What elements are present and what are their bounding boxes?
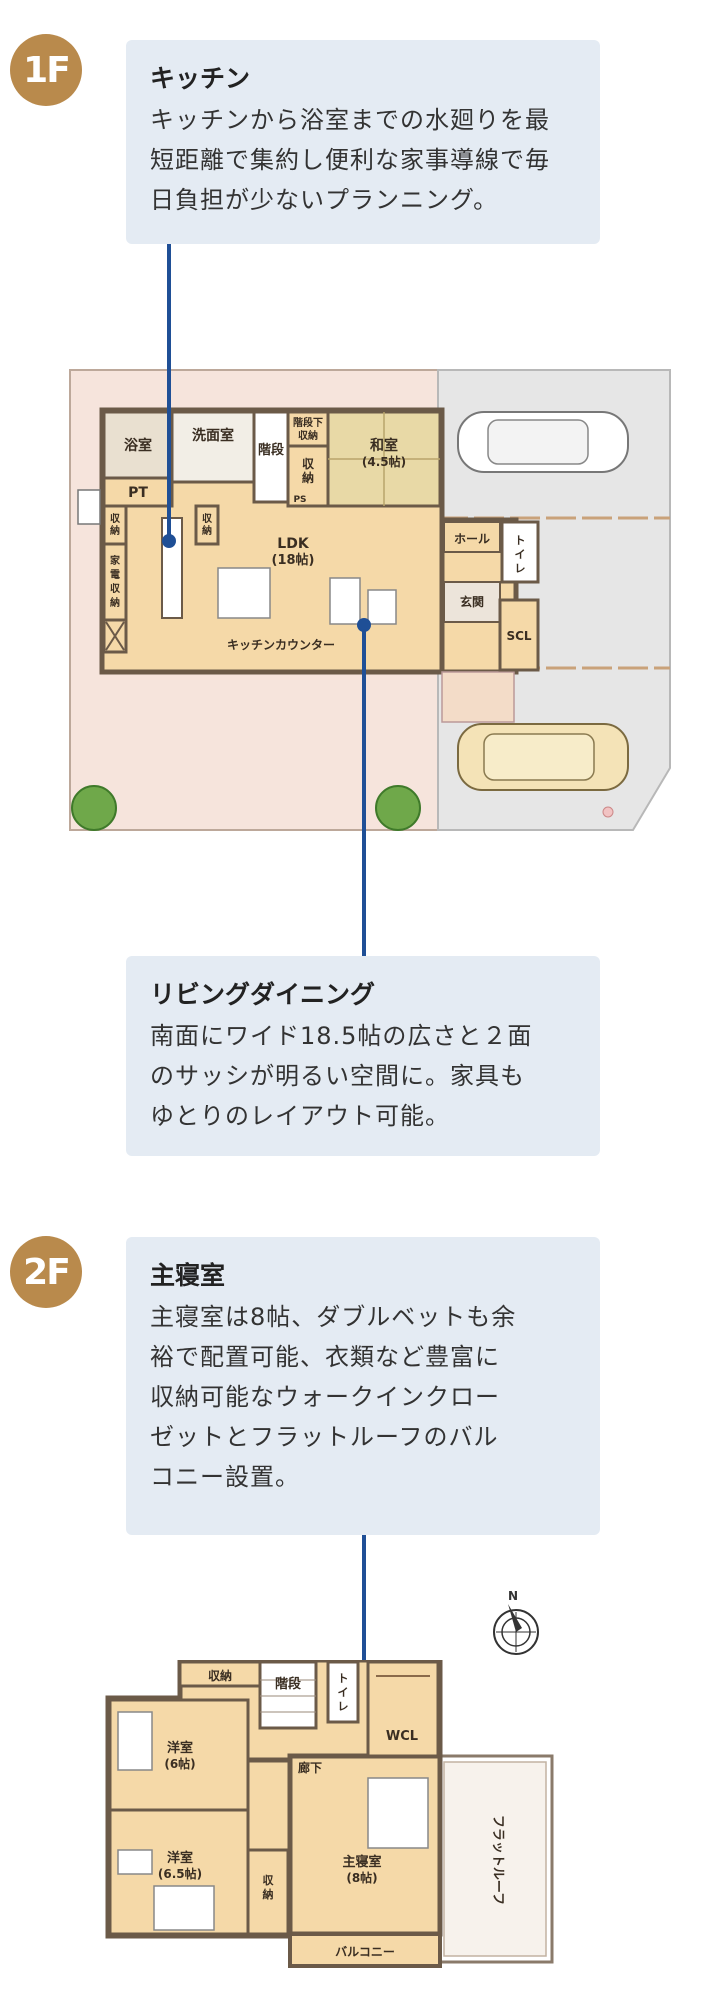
room-label-under-stairs: 収納 [298, 429, 318, 442]
room-label-toilet: ト [338, 1672, 349, 1685]
tree-icon [71, 785, 117, 831]
callout-title: キッチン [150, 64, 251, 93]
room-label-storage: 収 [110, 513, 121, 525]
room-label-entrance: 玄関 [460, 594, 484, 609]
room-label-ps: PS [293, 495, 306, 505]
room-label-western-room: 洋室 [167, 1850, 193, 1866]
compass-icon: N [493, 1589, 539, 1655]
room-label-toilet: イ [515, 548, 526, 561]
room-label-western-room-size: (6.5帖) [158, 1866, 202, 1881]
room-label-wcl: WCL [386, 1729, 418, 1744]
callout-title: 主寝室 [150, 1261, 226, 1290]
room-label-scl: SCL [506, 629, 531, 643]
callout-line: ゼットとフラットルーフのバル [150, 1423, 499, 1451]
room-label-toilet: イ [338, 1686, 349, 1699]
connector-line [167, 244, 171, 544]
room-label-storage: 納 [110, 524, 120, 537]
connector-dot [162, 534, 176, 548]
room-label-hall: ホール [454, 532, 490, 546]
room-label-washroom: 洗面室 [192, 427, 234, 444]
callout-title: リビングダイニング [150, 980, 376, 1009]
room-label-storage: 納 [302, 470, 314, 485]
room-label-appliance-storage: 納 [110, 596, 120, 609]
room-label-storage: 納 [263, 1887, 274, 1901]
callout-body: 主寝室は8帖、ダブルベットも余 裕で配置可能、衣類など豊富に 収納可能なウォーク… [150, 1297, 578, 1497]
room-label-balcony: バルコニー [335, 1945, 395, 1959]
room-label-toilet: レ [515, 562, 526, 575]
floor-plan-2f: 収納 階段 ト イ レ 洋室 (6帖) 廊下 WCL 洋室 (6.5帖) 収 納… [105, 1660, 554, 1968]
room-label-appliance-storage: 電 [110, 569, 120, 581]
room-label-storage: 収 [263, 1874, 275, 1887]
room-label-storage: 収納 [208, 1668, 232, 1683]
room-label-under-stairs: 階段下 [293, 416, 323, 429]
room-label-appliance-storage: 収 [110, 583, 121, 595]
callout-master-bedroom: 主寝室 主寝室は8帖、ダブルベットも余 裕で配置可能、衣類など豊富に 収納可能な… [126, 1237, 600, 1535]
room-label-washitsu-size: (4.5帖) [362, 454, 406, 469]
room-label-pt: PT [128, 485, 148, 501]
room-label-kitchen-counter: キッチンカウンター [227, 638, 335, 652]
callout-body: 南面にワイド18.5帖の広さと２面 のサッシが明るい空間に。家具も ゆとりのレイ… [150, 1016, 578, 1136]
room-label-storage: 収 [202, 513, 213, 525]
room-label-stairs: 階段 [258, 442, 284, 458]
room-label-flat-roof: フラットルーフ [490, 1815, 505, 1905]
car-icon [457, 411, 629, 473]
callout-line: コニー設置。 [150, 1463, 300, 1491]
room-label-storage: 納 [202, 524, 212, 537]
car-icon [457, 723, 629, 791]
callout-line: ゆとりのレイアウト可能。 [150, 1102, 450, 1130]
compass-n-label: N [508, 1589, 518, 1603]
room-label-stairs: 階段 [275, 1676, 301, 1692]
tree-icon [375, 785, 421, 831]
callout-line: のサッシが明るい空間に。家具も [150, 1062, 525, 1090]
room-label-ldk-size: (18帖) [272, 552, 315, 568]
floor-badge-2f: 2F [10, 1236, 82, 1308]
callout-line: 日負担が少ないプランニング。 [150, 186, 499, 214]
callout-line: 南面にワイド18.5帖の広さと２面 [150, 1022, 533, 1050]
room-label-ldk: LDK [277, 536, 310, 552]
connector-dot [357, 618, 371, 632]
room-label-bath: 浴室 [124, 437, 152, 454]
room-label-toilet: ト [515, 534, 526, 547]
callout-line: 短距離で集約し便利な家事導線で毎 [150, 146, 550, 174]
callout-line: キッチンから浴室までの水廻りを最 [150, 106, 550, 134]
room-label-western-room-size: (6帖) [164, 1756, 195, 1771]
callout-line: 裕で配置可能、衣類など豊富に [150, 1343, 500, 1371]
room-label-western-room: 洋室 [167, 1740, 193, 1756]
room-label-washitsu: 和室 [370, 437, 398, 454]
callout-kitchen: キッチン キッチンから浴室までの水廻りを最 短距離で集約し便利な家事導線で毎 日… [126, 40, 600, 244]
connector-line [362, 626, 366, 956]
floor-plan-1f: 浴室 洗面室 階段 階段下 収納 収 納 PS 和室 (4.5帖) PT 収 納… [69, 369, 671, 831]
callout-living: リビングダイニング 南面にワイド18.5帖の広さと２面 のサッシが明るい空間に。… [126, 956, 600, 1156]
room-label-corridor: 廊下 [298, 1760, 322, 1775]
room-label-toilet: レ [338, 1700, 349, 1713]
room-label-master-bedroom-size: (8帖) [346, 1870, 377, 1885]
callout-line: 主寝室は8帖、ダブルベットも余 [150, 1303, 517, 1331]
room-label-appliance-storage: 家 [110, 554, 121, 567]
room-label-storage: 収 [302, 457, 315, 471]
callout-line: 収納可能なウォークインクロー [150, 1383, 500, 1411]
room-label-master-bedroom: 主寝室 [342, 1854, 381, 1870]
floor-badge-1f: 1F [10, 34, 82, 106]
callout-body: キッチンから浴室までの水廻りを最 短距離で集約し便利な家事導線で毎 日負担が少な… [150, 100, 578, 220]
